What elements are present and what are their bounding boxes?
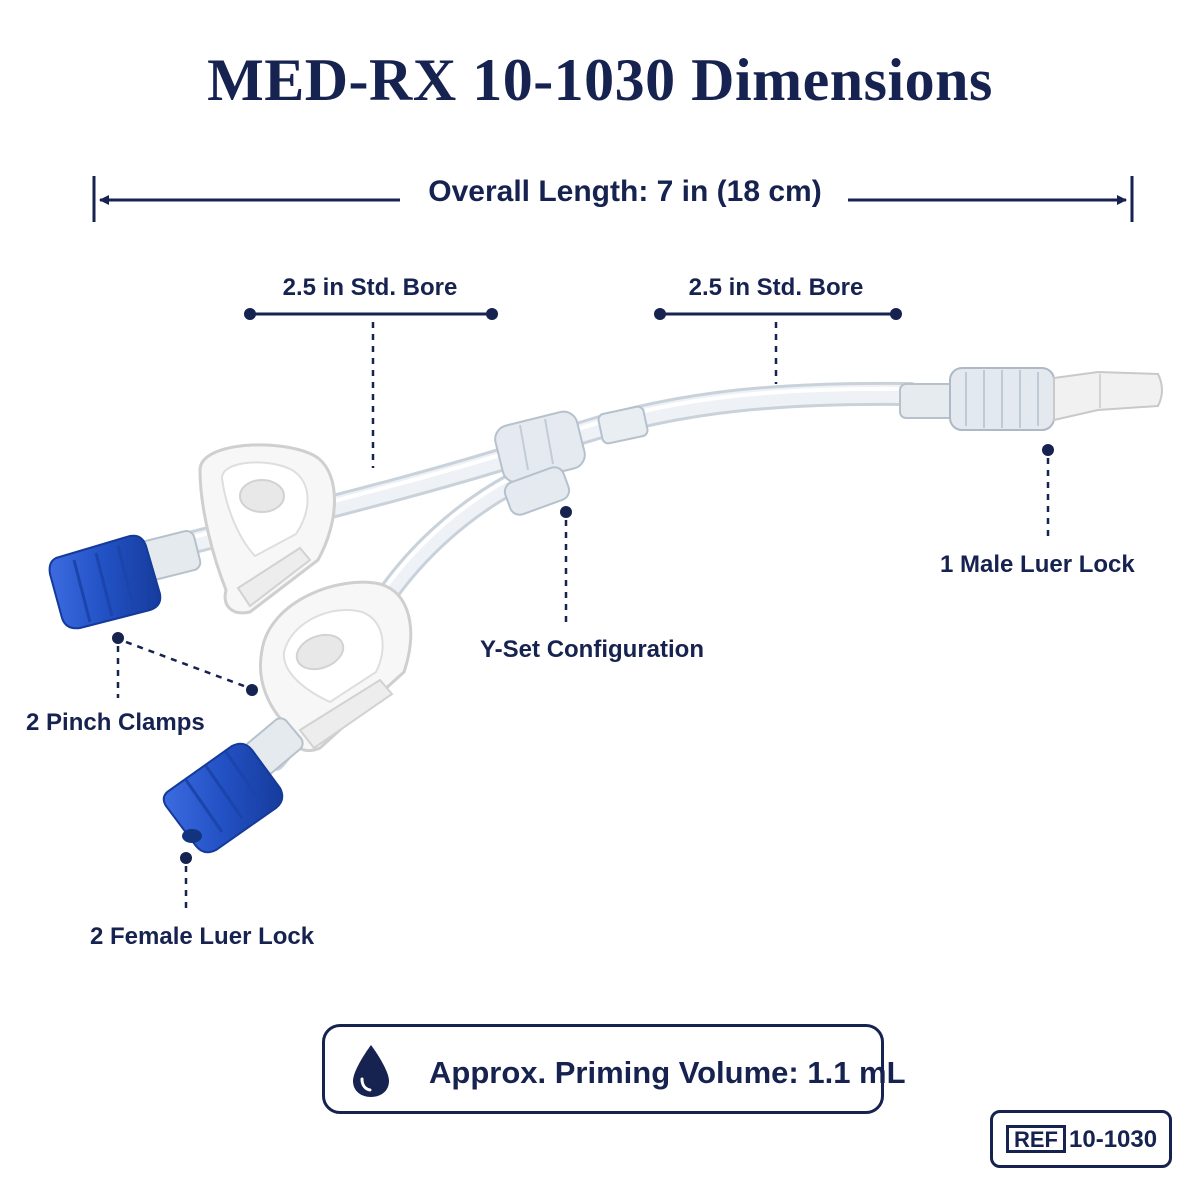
y-set-callout — [560, 506, 572, 628]
female-luer-label: 2 Female Luer Lock — [90, 923, 315, 950]
bore-right-label: 2.5 in Std. Bore — [688, 274, 864, 301]
female-luer-lock-upper — [48, 530, 202, 630]
female-luer-lock-lower — [162, 717, 304, 854]
page-title: MED-RX 10-1030 Dimensions — [207, 47, 993, 113]
overall-length-dimension — [92, 176, 1134, 222]
pinch-clamps-label: 2 Pinch Clamps — [26, 709, 205, 736]
female-luer-callout — [180, 852, 192, 914]
ref-tag: REF — [1006, 1125, 1066, 1153]
overall-length-label: Overall Length: 7 in (18 cm) — [428, 175, 822, 208]
priming-volume-text: Approx. Priming Volume: 1.1 mL — [429, 1055, 906, 1090]
priming-volume-box: Approx. Priming Volume: 1.1 mL — [322, 1024, 906, 1114]
male-luer-callout — [1042, 444, 1054, 542]
ref-number: 10-1030 — [1069, 1126, 1158, 1153]
reference-badge: REF 10-1030 — [990, 1110, 1172, 1168]
bore-right-dimension — [654, 308, 902, 384]
water-drop-icon — [353, 1045, 389, 1097]
bore-left-dimension — [244, 308, 498, 468]
male-luer-label: 1 Male Luer Lock — [940, 551, 1135, 578]
pinch-clamps-callout — [112, 632, 258, 698]
y-connector — [494, 405, 649, 516]
bore-left-label: 2.5 in Std. Bore — [282, 274, 458, 301]
pinch-clamp-lower — [259, 580, 413, 753]
male-luer-lock — [899, 367, 1163, 431]
y-set-label: Y-Set Configuration — [480, 636, 704, 663]
pinch-clamp-upper — [198, 443, 336, 615]
